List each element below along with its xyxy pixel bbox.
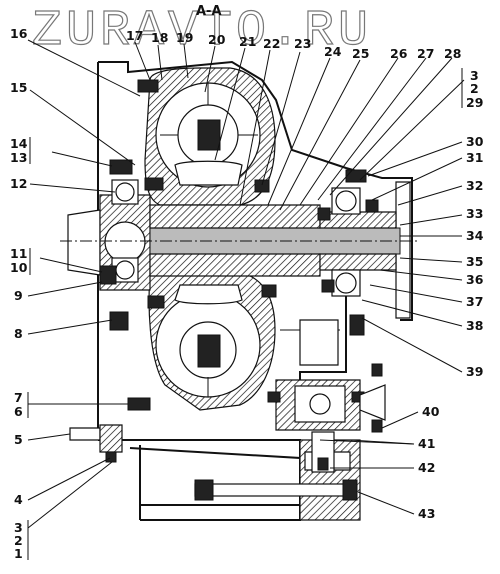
callout-5: 5 <box>14 432 23 447</box>
callout-6: 6 <box>14 404 23 419</box>
callout-23: 23 <box>294 36 311 51</box>
callout-4: 4 <box>14 492 23 507</box>
bolts <box>99 79 379 411</box>
callout-35: 35 <box>466 254 483 269</box>
callout-1: 1 <box>14 546 23 561</box>
callout-13: 13 <box>10 150 27 165</box>
callout-7: 7 <box>14 390 23 405</box>
callout-31: 31 <box>466 150 483 165</box>
callout-14: 14 <box>10 136 28 151</box>
callout-32: 32 <box>466 178 483 193</box>
callout-3-right: 3 <box>470 68 479 83</box>
callout-17: 17 <box>126 28 143 43</box>
callout-29: 29 <box>466 95 483 110</box>
callout-34: 34 <box>466 228 484 243</box>
callout-labels: 16 17 18 19 20 21 22 23 24 25 26 27 28 3… <box>10 26 484 561</box>
callout-37: 37 <box>466 294 483 309</box>
callout-15: 15 <box>10 80 27 95</box>
drain-plug <box>69 424 123 463</box>
callout-24: 24 <box>324 44 342 59</box>
callout-28: 28 <box>444 46 461 61</box>
callout-42: 42 <box>418 460 435 475</box>
callout-33: 33 <box>466 206 483 221</box>
callout-19: 19 <box>176 30 193 45</box>
callout-43: 43 <box>418 506 435 521</box>
callout-22: 22 <box>263 36 280 51</box>
callout-10: 10 <box>10 260 28 275</box>
watermark: ZURAVTO.RU <box>32 3 372 60</box>
callout-30: 30 <box>466 134 484 149</box>
callout-16: 16 <box>10 26 28 41</box>
callout-25: 25 <box>352 46 369 61</box>
callout-3-left: 3 <box>14 520 23 535</box>
callout-36: 36 <box>466 272 484 287</box>
torque-converter-upper <box>144 67 276 206</box>
callout-9: 9 <box>14 288 23 303</box>
callout-38: 38 <box>466 318 483 333</box>
section-label: А-А <box>196 4 222 19</box>
callout-26: 26 <box>390 46 408 61</box>
callout-27: 27 <box>417 46 434 61</box>
callout-39: 39 <box>466 364 483 379</box>
callout-11: 11 <box>10 246 27 261</box>
callout-2-left: 2 <box>14 533 23 548</box>
callout-2-right: 2 <box>470 81 479 96</box>
callout-20: 20 <box>208 32 226 47</box>
callout-12: 12 <box>10 176 27 191</box>
callout-40: 40 <box>422 404 440 419</box>
callout-41: 41 <box>418 436 435 451</box>
leader-lines <box>27 39 465 529</box>
callout-21: 21 <box>239 34 256 49</box>
torque-converter-lower <box>148 271 276 411</box>
callout-18: 18 <box>151 30 168 45</box>
callout-8: 8 <box>14 326 23 341</box>
oil-pump <box>194 319 386 501</box>
